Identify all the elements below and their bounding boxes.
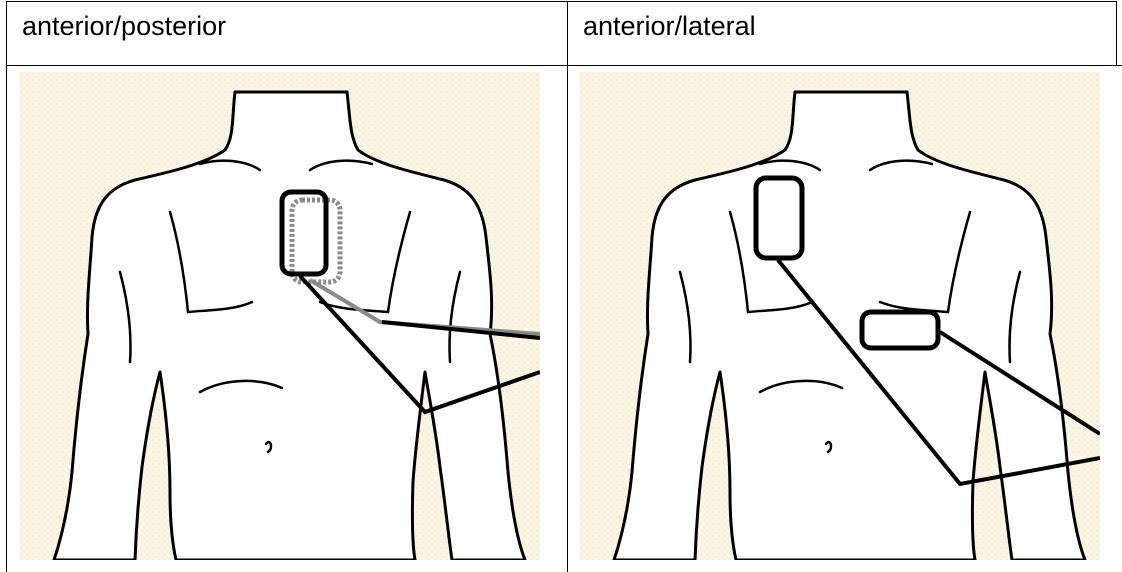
column-header-anterior-posterior: anterior/posterior — [22, 6, 226, 46]
table-header-divider — [6, 65, 1122, 66]
column-header-anterior-lateral: anterior/lateral — [583, 6, 756, 46]
chest-diagram-anterior-lateral — [580, 72, 1100, 560]
table-left-border — [6, 1, 7, 572]
table-column-divider — [567, 1, 568, 572]
table-right-border — [1116, 1, 1117, 65]
table-top-border — [6, 1, 1116, 2]
chest-diagram-anterior-posterior — [20, 72, 540, 560]
